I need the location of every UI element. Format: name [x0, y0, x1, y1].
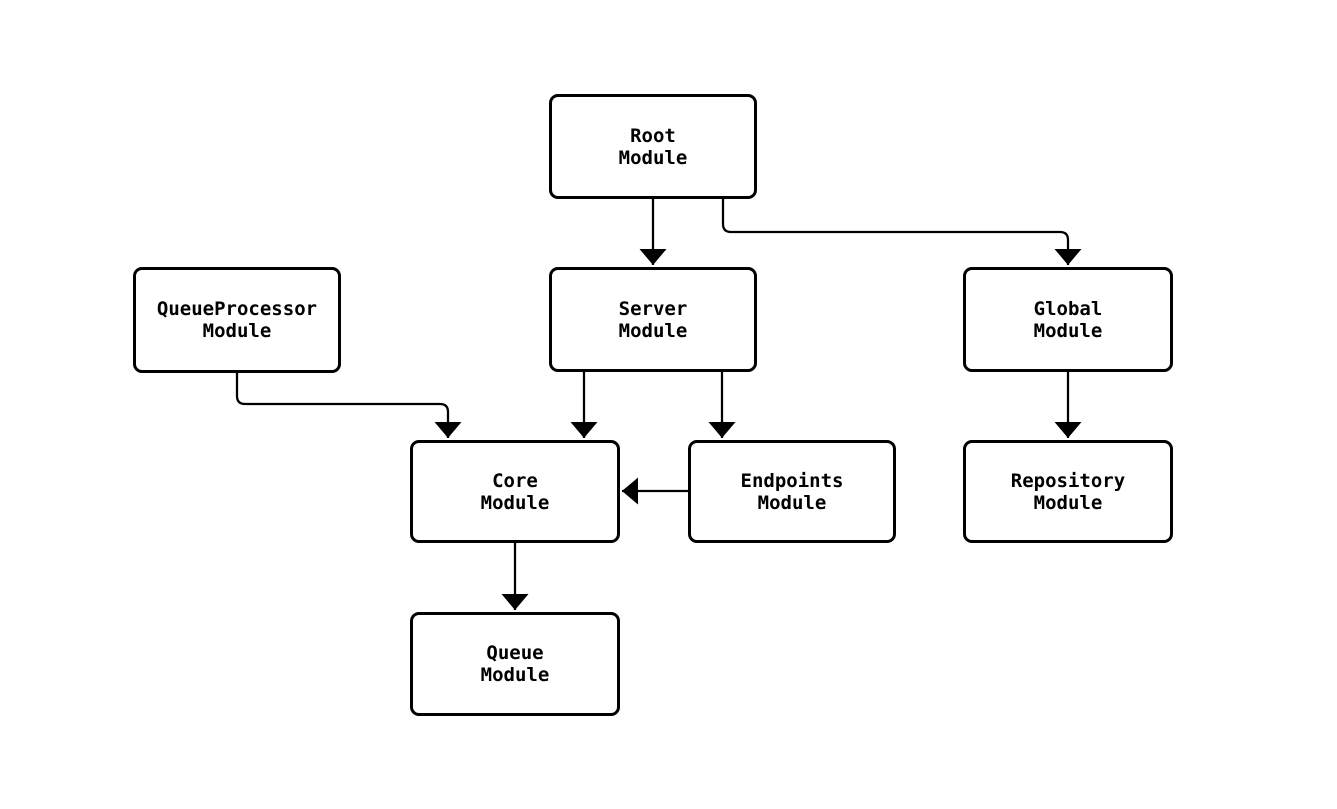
node-label: Endpoints	[740, 469, 844, 492]
node-label: Module	[480, 664, 550, 686]
node-label: Server	[618, 297, 688, 320]
node-label: Module	[618, 146, 688, 169]
node-queue-module: Queue Module	[410, 612, 620, 716]
node-label: Module	[1033, 319, 1103, 342]
node-label: Module	[757, 491, 827, 514]
node-core-module: Core Module	[410, 440, 620, 543]
edge-root-to-global	[721, 199, 1082, 265]
node-label: QueueProcessor	[156, 298, 318, 320]
node-queueprocessor-module: QueueProcessor Module	[133, 267, 341, 373]
node-label: Core	[492, 469, 538, 492]
node-server-module: Server Module	[549, 267, 757, 372]
edge-queueprocessor-to-core	[235, 373, 462, 438]
node-endpoints-module: Endpoints Module	[688, 440, 896, 543]
node-label: Module	[202, 320, 272, 342]
node-label: Module	[1033, 491, 1103, 514]
node-label: Global	[1033, 297, 1103, 320]
node-label: Root	[630, 124, 676, 147]
node-label: Module	[480, 491, 550, 514]
node-label: Queue	[486, 642, 544, 664]
node-repository-module: Repository Module	[963, 440, 1173, 543]
node-global-module: Global Module	[963, 267, 1173, 372]
node-root-module: Root Module	[549, 94, 757, 199]
node-label: Module	[618, 319, 688, 342]
node-label: Repository	[1010, 469, 1126, 492]
